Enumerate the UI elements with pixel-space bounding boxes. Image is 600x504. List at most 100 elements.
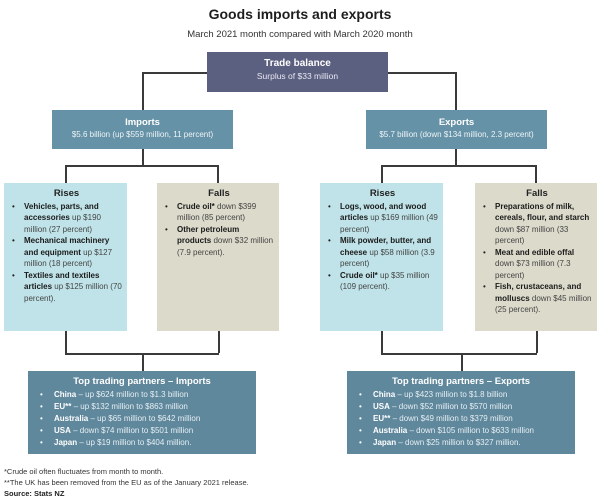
list-item: EU** – down $49 million to $379 million [359,413,569,425]
partner-name: USA [54,426,71,435]
partner-detail: – down $25 million to $327 million. [396,438,521,447]
list-item: Fish, crustaceans, and molluscs down $45… [483,281,593,316]
exports-rises-box: Rises Logs, wood, and wood articles up $… [320,183,443,331]
list-item: Logs, wood, and wood articles up $169 mi… [328,201,439,236]
list-item: Meat and edible offal down $73 million (… [483,247,593,282]
partner-detail: – down $105 million to $633 million [407,426,534,435]
exports-value: $5.7 billion (down $134 million, 2.3 per… [379,130,534,139]
list-item: Crude oil* up $35 million (109 percent). [328,270,439,293]
partner-detail: – up $624 million to $1.3 billion [76,390,189,399]
connector-exports-falls [535,165,537,183]
partner-detail: – down $49 million to $379 million [390,414,513,423]
exports-heading: Exports [438,117,475,128]
item-detail: up $35 million (109 percent). [340,270,430,292]
item-name: Milk powder, butter, and cheese [340,236,432,257]
imports-rises-heading: Rises [53,188,80,199]
partner-name: China [373,390,396,399]
exports-partners-box: Top trading partners – Exports China – u… [347,371,575,454]
exports-rises-list: Logs, wood, and wood articles up $169 mi… [326,201,439,293]
list-item: Vehicles, parts, and accessories up $190… [12,201,123,236]
list-item: Japan – down $25 million to $327 million… [359,437,569,449]
partner-name: Japan [54,438,78,447]
partner-name: EU** [373,414,391,423]
connector-exports-rises-bottom [381,331,383,353]
partner-name: Australia [54,414,89,423]
exports-falls-list: Preparations of milk, cereals, flour, an… [481,201,593,316]
partner-detail: – up $132 million to $863 million [71,402,188,411]
imports-box: Imports $5.6 billion (up $559 million, 1… [52,110,233,149]
exports-rises-heading: Rises [369,188,396,199]
partner-detail: – down $74 million to $501 million [70,426,194,435]
list-item: Crude oil* down $399 million (85 percent… [165,201,275,224]
item-name: Mechanical machinery and equipment [24,236,110,257]
connector-exports-partners [461,353,463,371]
partner-name: EU** [54,402,72,411]
list-item: Other petroleum products down $32 millio… [165,224,275,259]
list-item: EU** – up $132 million to $863 million [40,401,250,413]
list-item: China – up $624 million to $1.3 billion [40,389,250,401]
imports-falls-list: Crude oil* down $399 million (85 percent… [163,201,275,259]
item-detail: down $45 million (25 percent). [495,293,592,315]
item-name: Meat and edible offal [495,247,575,257]
footnote-uk-eu: **The UK has been removed from the EU as… [4,478,249,487]
item-detail: up $58 million (3.9 percent) [340,247,435,269]
connector-exports-rises [381,165,383,183]
list-item: Australia – down $105 million to $633 mi… [359,425,569,437]
item-name: Crude oil* [177,201,215,211]
imports-rises-box: Rises Vehicles, parts, and accessories u… [4,183,127,331]
trade-balance-box: Trade balance Surplus of $33 million [207,52,388,92]
partner-name: Australia [373,426,408,435]
item-detail: down $87 million (33 percent) [495,224,569,246]
connector-balance-to-exports-h [388,72,456,74]
connector-exports-split [381,165,536,167]
exports-falls-heading: Falls [526,188,548,199]
partner-name: Japan [373,438,397,447]
exports-falls-box: Falls Preparations of milk, cereals, flo… [475,183,597,331]
list-item: Textiles and textiles articles up $125 m… [12,270,123,305]
imports-partners-list: China – up $624 million to $1.3 billion … [34,389,250,449]
list-item: Preparations of milk, cereals, flour, an… [483,201,593,247]
connector-imports-partners [142,353,144,371]
item-name: Logs, wood, and wood articles [340,201,427,223]
list-item: Japan – up $19 million to $404 million. [40,437,250,449]
connector-balance-to-imports-v [142,72,144,110]
connector-imports-rises-bottom [65,331,67,353]
item-detail: down $73 million (7.3 percent) [495,259,571,280]
imports-falls-box: Falls Crude oil* down $399 million (85 p… [157,183,279,331]
item-detail: up $169 million (49 percent) [340,213,438,234]
connector-imports-rises [65,165,67,183]
exports-box: Exports $5.7 billion (down $134 million,… [366,110,547,149]
connector-balance-to-imports-h [142,72,207,74]
connector-imports-split [65,165,218,167]
partner-detail: – up $423 million to $1.8 billion [395,390,508,399]
item-detail: down $32 million (7.9 percent). [177,236,274,257]
footnotes: *Crude oil often fluctuates from month t… [4,466,249,499]
imports-partners-box: Top trading partners – Imports China – u… [28,371,256,454]
connector-exports-join [381,353,537,355]
imports-partners-heading: Top trading partners – Imports [73,376,211,387]
diagram-title: Goods imports and exports [208,6,392,22]
exports-partners-list: China – up $423 million to $1.8 billion … [353,389,569,449]
item-detail: up $190 million (27 percent) [24,213,101,234]
exports-partners-heading: Top trading partners – Exports [391,376,531,387]
imports-rises-list: Vehicles, parts, and accessories up $190… [10,201,123,305]
partner-detail: – up $65 million to $642 million [88,414,201,423]
connector-imports-falls [217,165,219,183]
item-detail: up $127 million (18 percent) [24,247,113,269]
imports-heading: Imports [125,117,160,128]
trade-balance-heading: Trade balance [264,58,331,69]
footnote-crude-oil: *Crude oil often fluctuates from month t… [4,467,164,476]
connector-exports-down [455,149,457,165]
connector-balance-to-exports-v [455,72,457,110]
partner-detail: – down $52 million to $570 million [389,402,513,411]
list-item: Australia – up $65 million to $642 milli… [40,413,250,425]
imports-value: $5.6 billion (up $559 million, 11 percen… [71,130,214,139]
list-item: Milk powder, butter, and cheese up $58 m… [328,235,439,270]
connector-exports-falls-bottom [536,331,538,353]
diagram-subtitle: March 2021 month compared with March 202… [187,29,413,40]
connector-imports-down [142,149,144,165]
item-name: Preparations of milk, cereals, flour, an… [495,201,590,223]
trade-balance-value: Surplus of $33 million [256,71,339,81]
item-detail: down $399 million (85 percent) [177,201,257,223]
source-note: Source: Stats NZ [4,489,65,498]
